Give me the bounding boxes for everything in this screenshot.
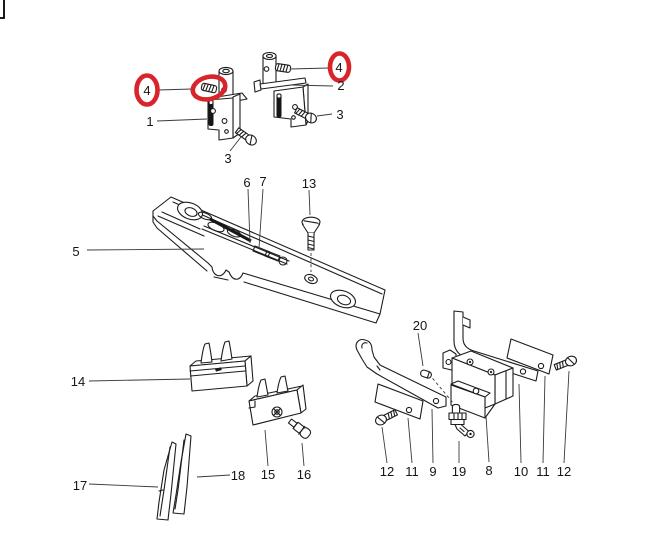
part-labels: 1 2 3 3 4 4 5 6 7 13 14 15 16 17 18 20 1… xyxy=(71,60,571,493)
highlight-ellipse-set-screw xyxy=(190,74,228,102)
part-label-7: 7 xyxy=(259,174,266,189)
part-label-8: 8 xyxy=(485,463,492,478)
part-12-screw-right xyxy=(552,353,579,373)
part-15-prong-block xyxy=(248,375,307,426)
leader-lines xyxy=(86,67,570,488)
part-19-oiler-fitting xyxy=(448,403,475,439)
part-4-set-screw-right xyxy=(274,62,292,74)
part-5-needle-plate xyxy=(152,196,386,324)
part-label-1: 1 xyxy=(146,114,153,129)
part-label-2: 2 xyxy=(337,78,344,93)
part-label-18: 18 xyxy=(231,468,245,483)
part-label-13: 13 xyxy=(302,176,316,191)
part-17-blade xyxy=(156,441,177,521)
part-label-10: 10 xyxy=(514,464,528,479)
part-label-6: 6 xyxy=(243,175,250,190)
part-label-19: 19 xyxy=(452,464,466,479)
part-label-4-left: 4 xyxy=(143,83,150,98)
part-label-4-right: 4 xyxy=(335,60,342,75)
part-label-17: 17 xyxy=(73,478,87,493)
highlight-ellipse-label-4-right xyxy=(327,51,352,83)
part-3-screw-left xyxy=(233,125,259,148)
part-label-11-left: 11 xyxy=(405,464,419,479)
part-label-5: 5 xyxy=(72,244,79,259)
part-1-needle-clamp-bracket xyxy=(207,66,248,141)
part-4-set-screw-left xyxy=(200,82,218,94)
part-9-bent-arm xyxy=(355,339,447,409)
part-label-16: 16 xyxy=(297,467,311,482)
part-label-12-left: 12 xyxy=(380,464,394,479)
page-corner-mark xyxy=(0,0,5,19)
part-11-plate-right xyxy=(506,338,554,375)
part-13-countersunk-screw xyxy=(301,216,321,272)
part-8-block xyxy=(428,349,514,419)
part-12-screw-left xyxy=(373,407,399,428)
part-20-pin xyxy=(420,369,432,379)
highlight-ellipse-label-4-left xyxy=(134,73,160,107)
part-label-20: 20 xyxy=(413,318,427,333)
part-label-11-right: 11 xyxy=(536,464,550,479)
part-14-prong-block xyxy=(189,340,254,392)
part-label-3-left: 3 xyxy=(224,151,231,166)
part-16-screw xyxy=(287,418,312,439)
part-18-blade xyxy=(172,433,192,515)
part-label-3-right: 3 xyxy=(336,107,343,122)
part-label-9: 9 xyxy=(429,464,436,479)
part-label-12-right: 12 xyxy=(557,464,571,479)
part-11-plate-left xyxy=(374,383,424,420)
part-label-15: 15 xyxy=(261,467,275,482)
part-label-14: 14 xyxy=(71,374,85,389)
